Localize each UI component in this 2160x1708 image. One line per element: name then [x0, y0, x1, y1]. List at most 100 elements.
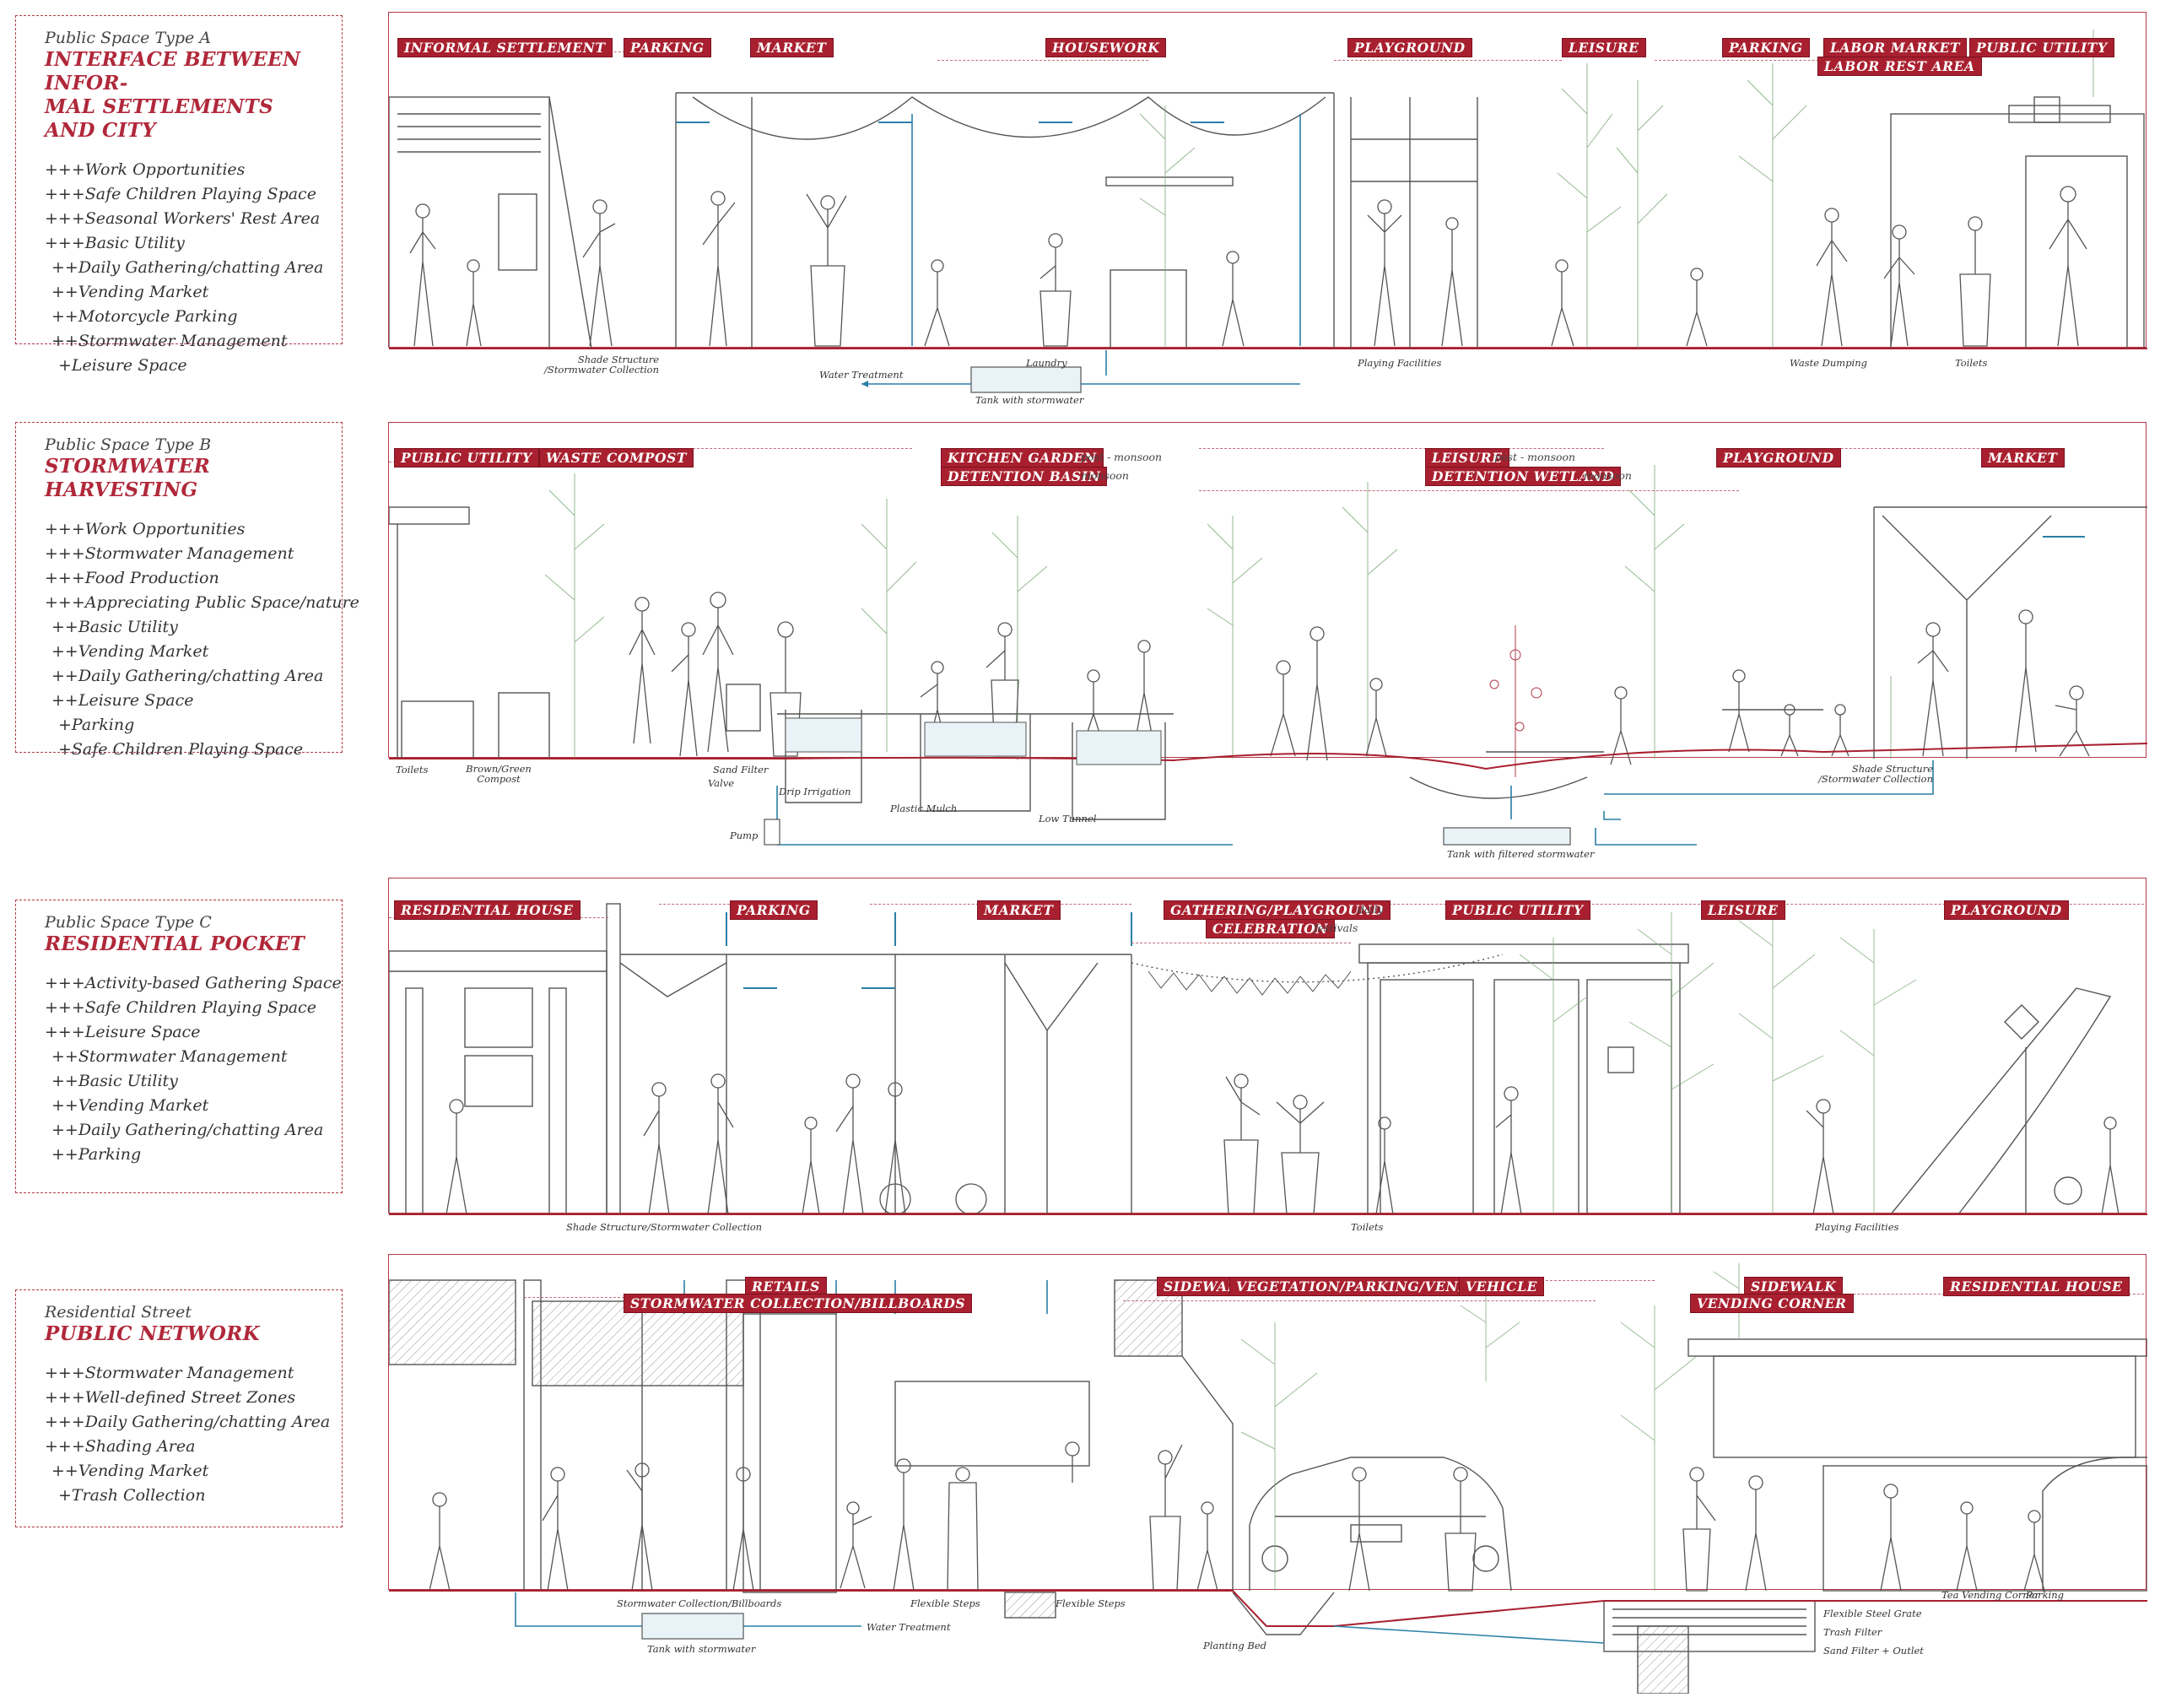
panel-title: RESIDENTIAL POCKET: [45, 932, 305, 955]
zone-tag-detention-wetland: DETENTION WETLAND: [1425, 467, 1622, 486]
benefit-item: ++Daily Gathering/chatting Area: [51, 258, 324, 277]
benefit-item: ++Daily Gathering/chatting Area: [51, 667, 324, 685]
zone-tag-leisure: LEISURE: [1562, 38, 1646, 57]
annotation-label: Shade Structure /Stormwater Collection: [544, 354, 659, 376]
benefit-item: ++Leisure Space: [51, 691, 194, 710]
zone-dimension-line: [1469, 1280, 1655, 1281]
zone-tag-waste-compost: WASTE COMPOST: [539, 448, 694, 468]
benefit-list: +++Activity-based Gathering Space +++Saf…: [45, 971, 342, 1167]
zone-tag-gathering-playground: GATHERING/PLAYGROUND: [1164, 900, 1391, 920]
annotation-label: Tank with stormwater: [647, 1643, 756, 1655]
benefit-item: ++Motorcycle Parking: [51, 307, 238, 326]
benefit-item: +++Stormwater Management: [45, 544, 294, 563]
zone-tag-housework: HOUSEWORK: [1045, 38, 1167, 57]
annotation-label: Laundry: [1026, 357, 1067, 369]
zone-season-note: daily: [1358, 903, 1384, 916]
zone-tag-market: MARKET: [1981, 448, 2065, 468]
benefit-item: +++Appreciating Public Space/nature: [45, 593, 359, 612]
zone-season-note: monsoon: [1081, 469, 1129, 482]
side-box-type-b: Public Space Type B STORMWATER HARVESTIN…: [15, 422, 359, 759]
annotation-label: Pump: [730, 830, 759, 841]
benefit-item: ++Basic Utility: [51, 618, 178, 636]
zone-tag-residential-house: RESIDENTIAL HOUSE: [1943, 1277, 2130, 1296]
zone-tag-labor-market: LABOR MARKET: [1823, 38, 1968, 57]
annotation-label: Toilets: [396, 764, 429, 776]
annotation-label: Water Treatment: [819, 369, 904, 381]
zone-tag-celebration: CELEBRATION: [1206, 919, 1336, 938]
benefit-item: +Safe Children Playing Space: [58, 740, 304, 759]
annotation-label: Tank with stormwater: [975, 394, 1084, 406]
zone-season-note: monsoon: [1584, 469, 1632, 482]
benefit-item: ++Stormwater Management: [51, 332, 288, 350]
zone-tag-parking: PARKING: [730, 900, 818, 920]
annotation-label: Shade Structure/Stormwater Collection: [566, 1221, 763, 1233]
zone-dimension-line: [1199, 490, 1739, 491]
benefit-item: +Parking: [58, 716, 135, 734]
panel-title: STORMWATER HARVESTING: [45, 455, 211, 501]
zone-dimension-line: [1655, 60, 1857, 61]
annotation-label: Stormwater Collection/Billboards: [617, 1597, 782, 1609]
benefit-item: +++Work Opportunities: [45, 160, 246, 179]
zone-tag-public-utility: PUBLIC UTILITY: [394, 448, 539, 468]
zone-tag-detention-basin: DETENTION BASIN: [941, 467, 1108, 486]
zone-tag-vending-corner: VENDING CORNER: [1690, 1294, 1854, 1313]
zone-tag-parking: PARKING: [1722, 38, 1810, 57]
zone-dimension-line: [1739, 448, 2034, 449]
zone-tag-parking: PARKING: [624, 38, 711, 57]
panel-title: INTERFACE BETWEEN INFOR- MAL SETTLEMENTS…: [45, 48, 301, 142]
benefit-item: ++Basic Utility: [51, 1072, 178, 1090]
benefit-item: ++Vending Market: [51, 1462, 209, 1480]
benefit-item: +++Seasonal Workers' Rest Area: [45, 209, 321, 228]
section-panel-street: RETAILS STORMWATER COLLECTION/BILLBOARDS…: [388, 1254, 2147, 1694]
benefit-item: +++Daily Gathering/chatting Area: [45, 1413, 331, 1431]
side-box-type-c: Public Space Type C RESIDENTIAL POCKET +…: [15, 900, 343, 1193]
benefit-item: +++Food Production: [45, 569, 219, 587]
zone-tag-informal-settlement: INFORMAL SETTLEMENT: [397, 38, 613, 57]
annotation-label: Brown/Green Compost: [466, 763, 532, 785]
annotation-label: Tea Vending Corner: [1941, 1589, 2039, 1601]
benefit-item: +++Well-defined Street Zones: [45, 1388, 296, 1407]
zone-tag-vegetation-parking-vendor: VEGETATION/PARKING/VENDOR: [1229, 1277, 1500, 1296]
zone-dimension-line: [937, 60, 1148, 61]
annotation-label: Trash Filter: [1823, 1626, 1882, 1638]
annotation-label: Sand Filter + Outlet: [1823, 1645, 1924, 1657]
annotation-label: Flexible Steps: [910, 1597, 980, 1609]
panel-title: PUBLIC NETWORK: [45, 1322, 260, 1345]
benefit-item: +++Shading Area: [45, 1437, 196, 1456]
benefit-item: +Trash Collection: [58, 1486, 206, 1505]
zone-tag-public-utility: PUBLIC UTILITY: [1969, 38, 2114, 57]
benefit-item: +Leisure Space: [58, 356, 187, 375]
section-panel-type-c: RESIDENTIAL HOUSE PARKING MARKET GATHERI…: [388, 878, 2147, 1233]
annotation-label: Parking: [2026, 1589, 2064, 1601]
benefit-list: +++Work Opportunities +++Stormwater Mana…: [45, 517, 359, 762]
benefit-item: +++Basic Utility: [45, 234, 185, 252]
zone-tag-labor-rest-area: LABOR REST AREA: [1817, 57, 1982, 76]
annotation-label: Sand Filter: [713, 764, 769, 776]
zone-tag-market: MARKET: [977, 900, 1061, 920]
annotation-label: Flexible Steel Grate: [1823, 1608, 1922, 1619]
zone-tag-residential-house: RESIDENTIAL HOUSE: [394, 900, 580, 920]
benefit-item: +++Leisure Space: [45, 1023, 201, 1041]
zone-tag-vehicle: VEHICLE: [1459, 1277, 1544, 1296]
zone-dimension-line: [1199, 448, 1604, 449]
annotation-label: Waste Dumping: [1790, 357, 1867, 369]
zone-tag-playground: PLAYGROUND: [1944, 900, 2069, 920]
side-box-street: Residential Street PUBLIC NETWORK +++Sto…: [15, 1289, 343, 1527]
annotation-label: Toilets: [1351, 1221, 1384, 1233]
benefit-item: ++Stormwater Management: [51, 1047, 288, 1066]
benefit-item: ++Vending Market: [51, 1096, 209, 1115]
benefit-item: ++Parking: [51, 1145, 142, 1164]
section-drawing: [389, 903, 2147, 1215]
zone-tag-kitchen-garden: KITCHEN GARDEN: [941, 448, 1104, 468]
benefit-item: +++Stormwater Management: [45, 1364, 294, 1382]
annotation-label: Drip Irrigation: [779, 786, 851, 797]
zone-tag-market: MARKET: [750, 38, 834, 57]
annotation-label: Planting Bed: [1203, 1640, 1267, 1651]
annotation-label: Shade Structure /Stormwater Collection: [1818, 763, 1933, 785]
zone-dimension-line: [1123, 1300, 1596, 1301]
zone-tag-public-utility: PUBLIC UTILITY: [1445, 900, 1590, 920]
annotation-label: Playing Facilities: [1815, 1221, 1899, 1233]
benefit-item: ++Vending Market: [51, 642, 209, 661]
annotation-label: Tank with filtered stormwater: [1447, 848, 1595, 860]
benefit-item: +++Work Opportunities: [45, 520, 246, 538]
